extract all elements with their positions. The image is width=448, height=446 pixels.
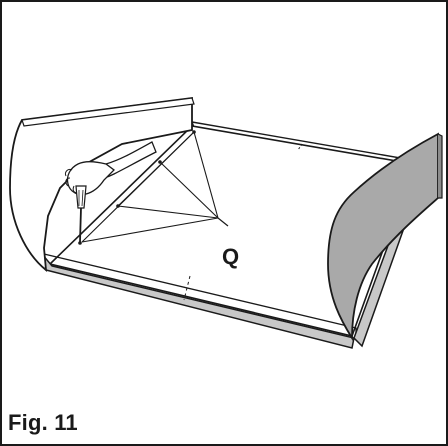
right-panel-inner-edge	[437, 133, 443, 199]
left-panel-top-lip	[21, 97, 195, 127]
figure-caption: Fig. 11	[8, 410, 78, 435]
callout-q: Q	[222, 244, 239, 269]
reference-points	[116, 130, 196, 208]
left-curved-panel	[9, 96, 193, 273]
q-pointer-arrow	[217, 217, 229, 227]
right-curved-panel	[327, 132, 439, 342]
hand-with-screwdriver-icon	[65, 141, 157, 245]
center-mark	[183, 275, 191, 301]
back-center-mark	[297, 143, 303, 151]
measurement-lines	[81, 131, 219, 243]
